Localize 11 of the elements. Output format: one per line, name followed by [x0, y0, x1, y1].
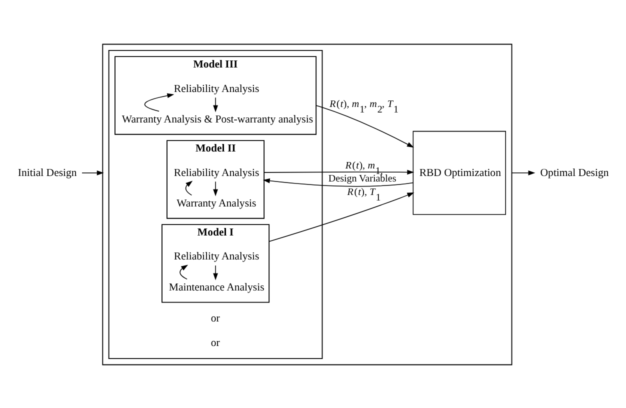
- node-text: Reliability Analysis: [174, 82, 260, 94]
- node-text: Reliability Analysis: [174, 250, 260, 262]
- node-text: Warranty Analysis & Post-warranty analysis: [122, 113, 314, 126]
- edge-label: Design Variables: [328, 173, 396, 184]
- node-text: Warranty Analysis: [176, 197, 256, 210]
- label: or: [210, 336, 220, 349]
- node-text: Maintenance Analysis: [168, 281, 264, 294]
- node-text: Reliability Analysis: [174, 166, 260, 178]
- label: or: [210, 312, 220, 324]
- node-text: Optimal Design: [540, 166, 609, 178]
- node-text: Initial Design: [18, 166, 77, 178]
